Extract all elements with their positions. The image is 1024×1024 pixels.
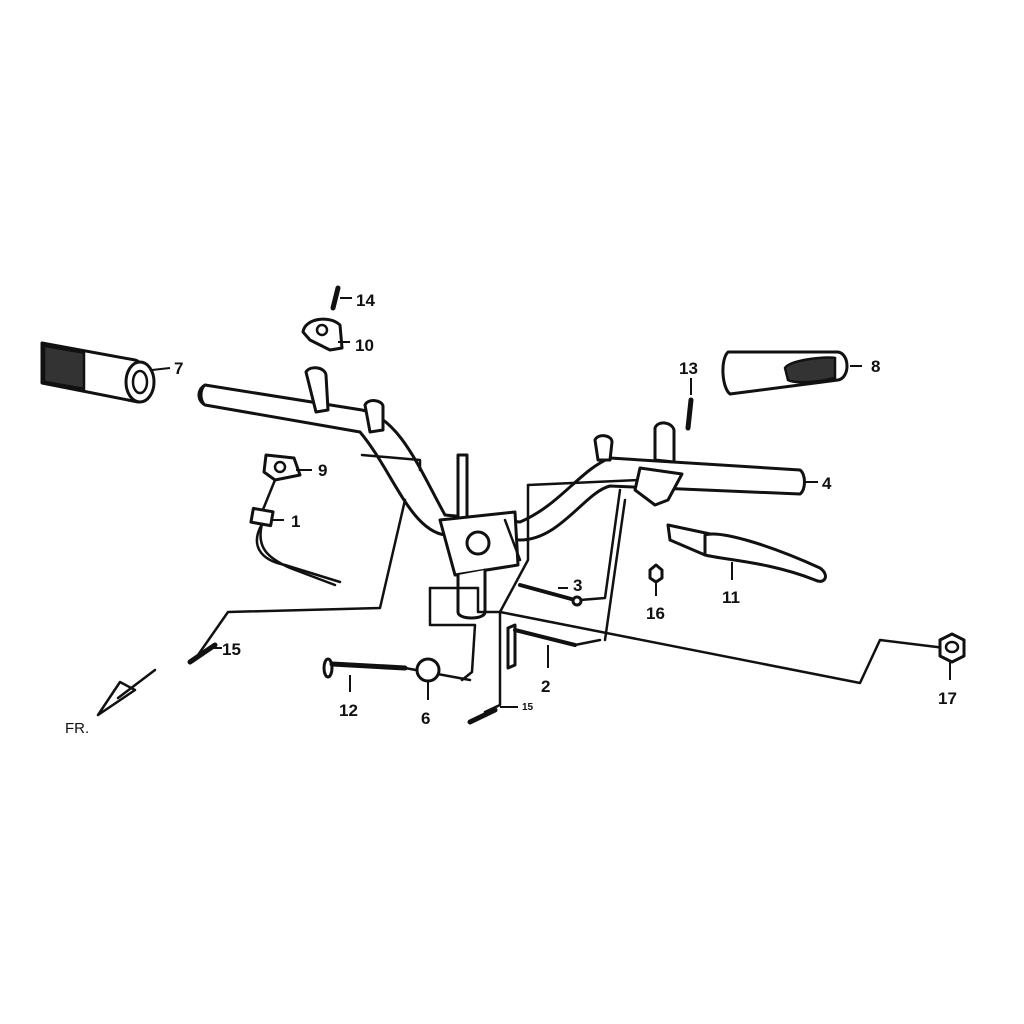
left-grip <box>40 341 171 404</box>
callout-7: 7 <box>174 359 183 378</box>
callout-11: 11 <box>722 588 740 607</box>
right-lever-clamp <box>633 421 684 507</box>
callout-8: 8 <box>871 357 880 376</box>
callout-17: 17 <box>938 689 957 708</box>
handlebar-tube <box>197 383 806 542</box>
assembly-guide-lines <box>196 453 947 714</box>
callout-3: 3 <box>573 576 582 595</box>
bracket-2 <box>506 623 577 670</box>
bolt-3 <box>518 583 583 607</box>
upper-clamp <box>301 317 350 352</box>
bolt-12 <box>322 657 408 692</box>
callout-13: 13 <box>679 359 698 378</box>
left-switch <box>262 453 312 482</box>
callout-12: 12 <box>339 701 358 720</box>
front-direction-arrow-icon <box>96 668 157 717</box>
right-bolt-13 <box>685 378 694 431</box>
front-direction-label: FR. <box>65 720 89 737</box>
nut-16 <box>648 563 664 596</box>
screw-15a <box>187 642 222 665</box>
callout-10: 10 <box>355 336 374 355</box>
callout-6: 6 <box>421 709 430 728</box>
end-nut-17 <box>938 632 966 680</box>
screw-15b <box>467 706 518 725</box>
left-cable <box>249 478 342 587</box>
callout-4: 4 <box>822 474 832 493</box>
upper-screw <box>330 285 352 311</box>
callout-15-left: 15 <box>222 640 241 659</box>
callout-16: 16 <box>646 604 665 623</box>
callout-15-center: 15 <box>522 702 534 713</box>
bar-mount-tabs <box>304 366 614 462</box>
callout-2: 2 <box>541 677 550 696</box>
handlebar-stem <box>438 453 522 620</box>
brake-lever <box>666 523 827 583</box>
callout-14: 14 <box>356 291 375 310</box>
callout-1: 1 <box>291 512 300 531</box>
callout-9: 9 <box>318 461 327 480</box>
washer-6 <box>403 657 472 700</box>
right-grip <box>721 350 862 396</box>
